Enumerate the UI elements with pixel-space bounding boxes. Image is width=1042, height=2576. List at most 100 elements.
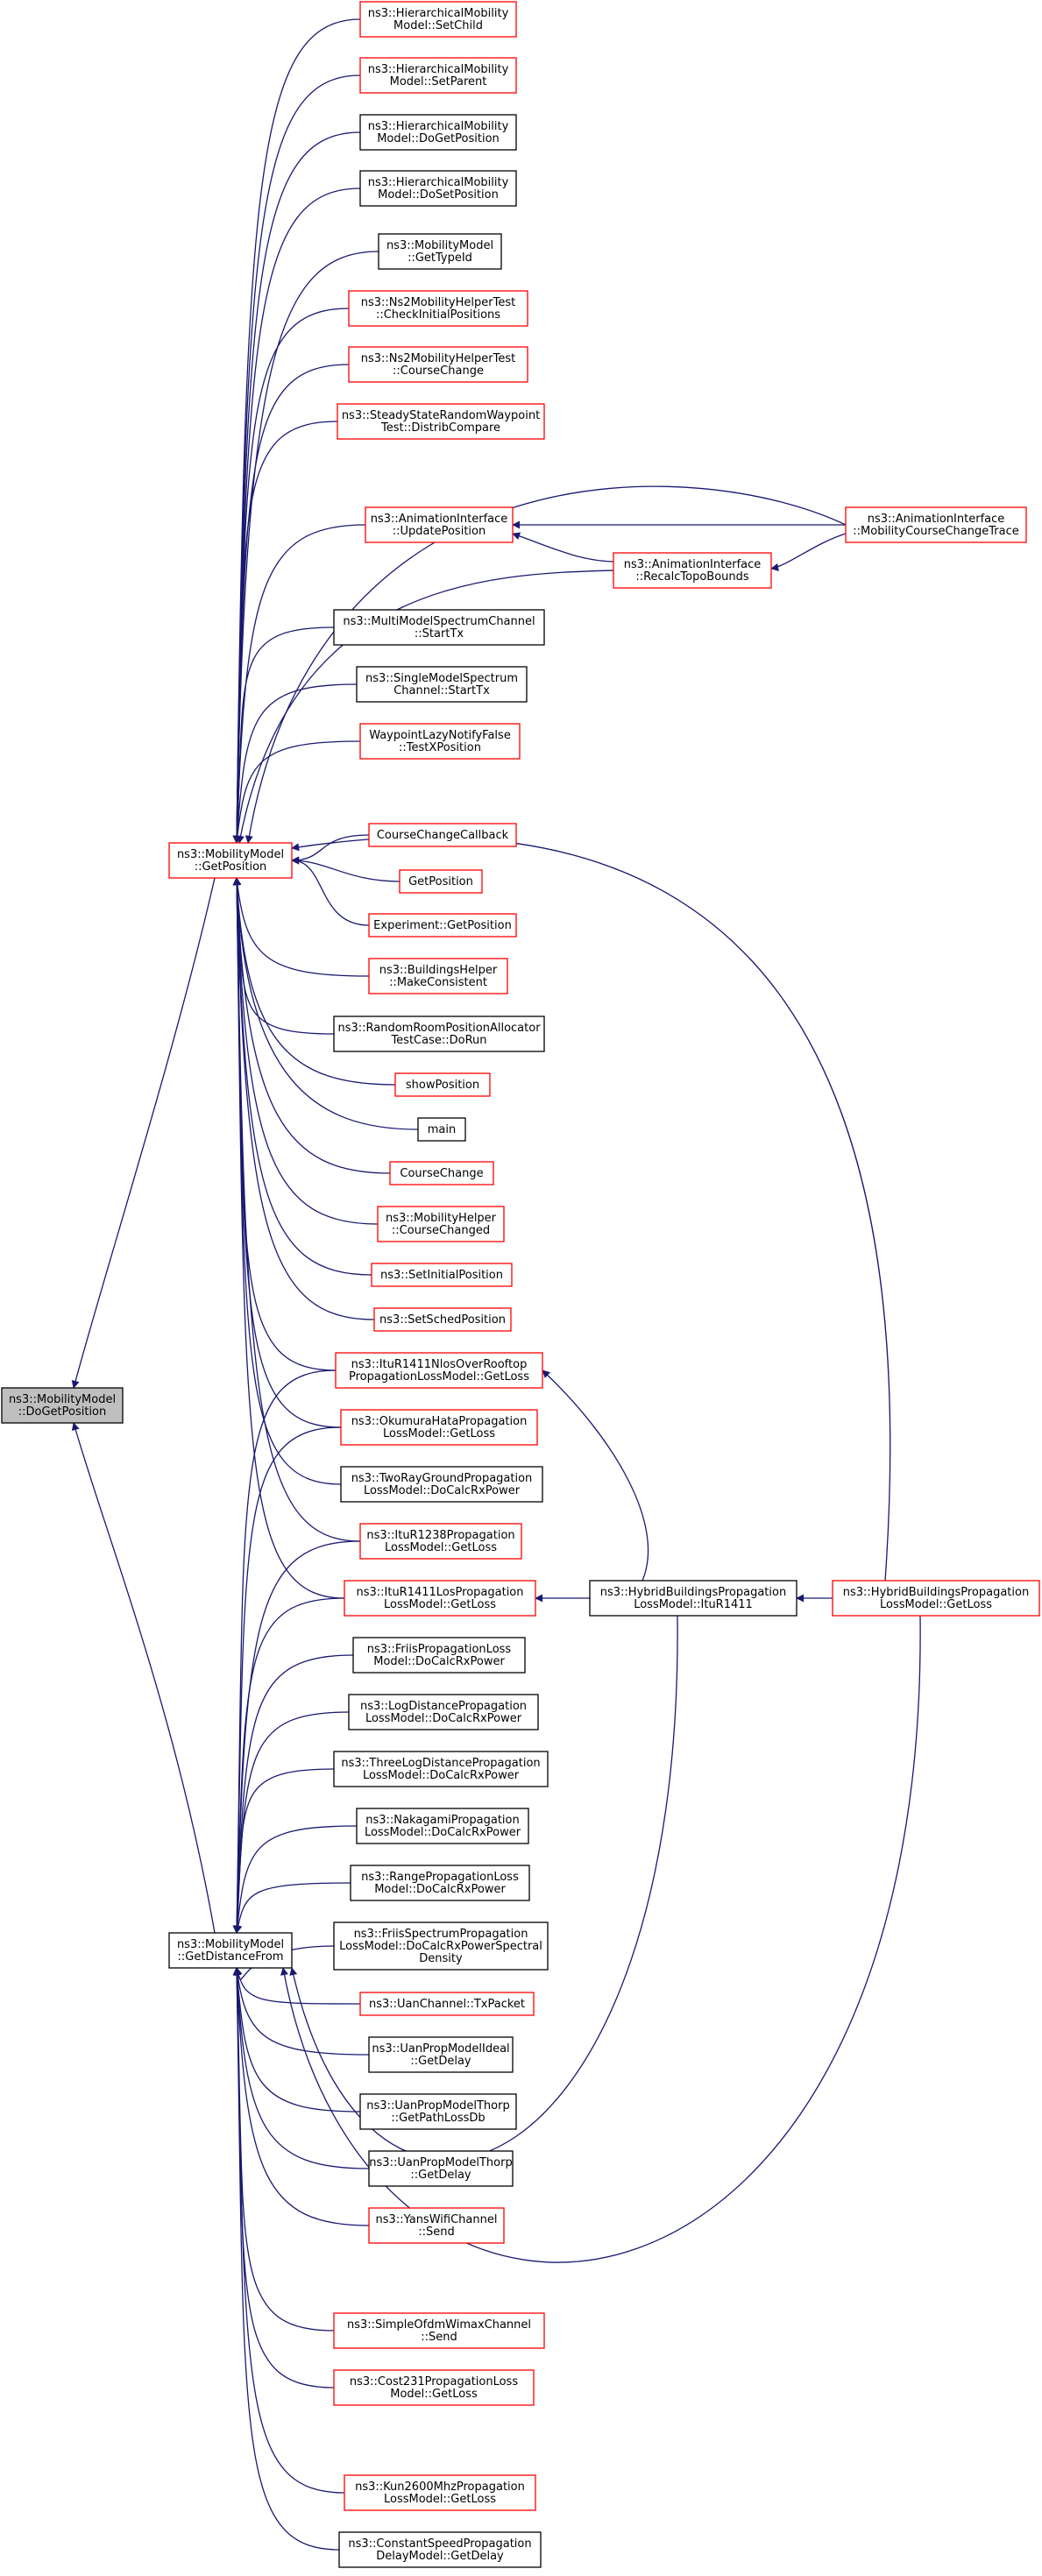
node-label-line: LossModel::DoCalcRxPower — [363, 1769, 520, 1782]
node-setinit[interactable]: ns3::SetInitialPosition — [371, 1263, 513, 1287]
node-uan-ideal[interactable]: ns3::UanPropModelIdeal::GetDelay — [368, 2036, 514, 2073]
node-uan-tx[interactable]: ns3::UanChannel::TxPacket — [359, 1992, 535, 2016]
call-edge — [232, 1967, 370, 2226]
node-label-line: ns3::MobilityModel — [177, 1938, 284, 1951]
node-showpos[interactable]: showPosition — [394, 1072, 491, 1097]
call-edge — [233, 877, 335, 1035]
node-ns2-course[interactable]: ns3::Ns2MobilityHelperTest::CourseChange — [348, 346, 528, 383]
node-label-line: ns3::HierarchicalMobility — [368, 120, 509, 133]
node-box — [333, 1016, 545, 1052]
node-ai-updatepos[interactable]: ns3::AnimationInterface::UpdatePosition — [365, 506, 514, 543]
node-coursechange[interactable]: CourseChange — [389, 1161, 494, 1185]
node-label-line: ns3::SingleModelSpectrum — [365, 672, 518, 685]
node-box — [344, 1580, 536, 1617]
node-box — [168, 1932, 293, 1969]
node-waypoint[interactable]: WaypointLazyNotifyFalse::TestXPosition — [359, 723, 521, 760]
node-label-line: ns3::AnimationInterface — [624, 558, 762, 571]
call-edge — [232, 877, 342, 1428]
node-threelog[interactable]: ns3::ThreeLogDistancePropagationLossMode… — [333, 1751, 549, 1787]
node-label-line: ns3::OkumuraHataPropagation — [351, 1415, 528, 1428]
node-box — [394, 1072, 491, 1097]
call-edge — [232, 877, 337, 1371]
node-box — [348, 290, 528, 327]
node-ai-mobtrace[interactable]: ns3::AnimationInterface::MobilityCourseC… — [845, 506, 1027, 543]
node-getpos[interactable]: ns3::MobilityModel::GetPosition — [168, 842, 293, 879]
call-edge — [71, 877, 216, 1389]
node-label-line: ns3::ItuR1411NlosOverRooftop — [351, 1358, 528, 1371]
node-box — [368, 2150, 514, 2187]
node-box — [368, 823, 517, 847]
node-label-line: ns3::Ns2MobilityHelperTest — [361, 296, 515, 309]
node-mm-typeid[interactable]: ns3::MobilityModel::GetTypeId — [378, 233, 502, 270]
call-edge — [291, 856, 400, 882]
node-box — [368, 913, 517, 938]
node-label-line: ns3::Kun2600MhzPropagation — [355, 2480, 525, 2494]
node-tworay[interactable]: ns3::TwoRayGroundPropagationLossModel::D… — [340, 1466, 543, 1503]
node-label-line: ns3::RangePropagationLoss — [361, 1871, 519, 1884]
node-label-line: Channel::StartTx — [393, 684, 490, 697]
node-getposition[interactable]: GetPosition — [399, 869, 483, 894]
node-bh-makecons[interactable]: ns3::BuildingsHelper::MakeConsistent — [368, 958, 508, 994]
node-label-line: Density — [419, 1952, 463, 1965]
node-label-line: Model::SetParent — [390, 75, 487, 88]
node-okumura[interactable]: ns3::OkumuraHataPropagationLossModel::Ge… — [340, 1409, 538, 1446]
node-hb-getloss[interactable]: ns3::HybridBuildingsPropagationLossModel… — [832, 1580, 1040, 1617]
node-label-line: ::Send — [418, 2226, 455, 2239]
node-hb-itu[interactable]: ns3::HybridBuildingsPropagationLossModel… — [589, 1580, 797, 1617]
node-setsched[interactable]: ns3::SetSchedPosition — [373, 1307, 512, 1332]
node-box — [359, 723, 521, 760]
node-label-line: ns3::FriisSpectrumPropagation — [354, 1928, 528, 1941]
node-friis-spec[interactable]: ns3::FriisSpectrumPropagationLossModel::… — [333, 1921, 549, 1971]
node-ai-recalc[interactable]: ns3::AnimationInterface::RecalcTopoBound… — [613, 552, 772, 589]
node-hm-dosetpos[interactable]: ns3::HierarchicalMobilityModel::DoSetPos… — [359, 170, 517, 207]
node-root[interactable]: ns3::MobilityModel::DoGetPosition — [1, 1387, 124, 1424]
node-label-line: ns3::Cost231PropagationLoss — [350, 2375, 518, 2388]
node-label-line: ns3::AnimationInterface — [868, 513, 1005, 526]
node-box — [1, 1387, 124, 1424]
node-exp-getpos[interactable]: Experiment::GetPosition — [368, 913, 517, 938]
call-edge — [232, 1967, 370, 2169]
node-logdist[interactable]: ns3::LogDistancePropagationLossModel::Do… — [348, 1694, 539, 1730]
node-uan-thorp-pl[interactable]: ns3::UanPropModelThorp::GetPathLossDb — [359, 2093, 517, 2130]
node-hm-dogetpos[interactable]: ns3::HierarchicalMobilityModel::DoGetPos… — [359, 114, 517, 151]
node-nakagami[interactable]: ns3::NakagamiPropagationLossModel::DoCal… — [356, 1808, 529, 1844]
node-box — [356, 666, 528, 703]
node-main[interactable]: main — [417, 1117, 466, 1142]
node-mmsc-starttx[interactable]: ns3::MultiModelSpectrumChannel::StartTx — [333, 609, 545, 646]
node-label-line: ns3::HierarchicalMobility — [368, 7, 509, 20]
node-itu1238[interactable]: ns3::ItuR1238PropagationLossModel::GetLo… — [359, 1523, 522, 1560]
node-uan-thorp-d[interactable]: ns3::UanPropModelThorp::GetDelay — [368, 2150, 514, 2187]
node-label-line: ns3::UanChannel::TxPacket — [369, 1998, 525, 2011]
node-kun[interactable]: ns3::Kun2600MhzPropagationLossModel::Get… — [344, 2474, 536, 2511]
node-box — [359, 2093, 517, 2130]
node-cost231[interactable]: ns3::Cost231PropagationLossModel::GetLos… — [333, 2369, 535, 2406]
node-label-line: ns3::SetInitialPosition — [380, 1269, 503, 1282]
node-box — [371, 1263, 513, 1287]
node-label-line: ns3::MobilityHelper — [386, 1212, 497, 1225]
node-label-line: ::DoGetPosition — [18, 1405, 107, 1419]
call-edge — [232, 1540, 361, 1934]
call-edge — [232, 1967, 345, 2494]
node-yans[interactable]: ns3::YansWifiChannel::Send — [368, 2207, 505, 2244]
node-hm-setparent[interactable]: ns3::HierarchicalMobilityModel::SetParen… — [359, 57, 517, 94]
node-itu-nlos[interactable]: ns3::ItuR1411NlosOverRooftopPropagationL… — [335, 1352, 543, 1389]
node-friis[interactable]: ns3::FriisPropagationLossModel::DoCalcRx… — [352, 1637, 526, 1674]
call-edge — [232, 1597, 345, 1934]
node-label-line: ::CheckInitialPositions — [376, 308, 500, 322]
node-ssrw[interactable]: ns3::SteadyStateRandomWaypointTest::Dist… — [337, 403, 545, 440]
node-rrpa[interactable]: ns3::RandomRoomPositionAllocatorTestCase… — [333, 1016, 545, 1052]
node-label-line: LossModel::DoCalcRxPower — [364, 1484, 521, 1497]
node-getdist[interactable]: ns3::MobilityModel::GetDistanceFrom — [168, 1932, 293, 1969]
node-ccc[interactable]: CourseChangeCallback — [368, 823, 517, 847]
node-ofdm[interactable]: ns3::SimpleOfdmWimaxChannel::Send — [333, 2312, 545, 2349]
node-constspeed[interactable]: ns3::ConstantSpeedPropagationDelayModel:… — [338, 2531, 542, 2568]
node-range[interactable]: ns3::RangePropagationLossModel::DoCalcRx… — [350, 1865, 530, 1901]
call-edge — [542, 1369, 649, 1582]
node-ns2-checkinit[interactable]: ns3::Ns2MobilityHelperTest::CheckInitial… — [348, 290, 528, 327]
node-label-line: ns3::TwoRayGroundPropagation — [351, 1472, 533, 1485]
node-mh-cc[interactable]: ns3::MobilityHelper::CourseChanged — [377, 1206, 505, 1242]
call-edge — [232, 1426, 342, 1934]
node-itu-los[interactable]: ns3::ItuR1411LosPropagationLossModel::Ge… — [344, 1580, 536, 1617]
